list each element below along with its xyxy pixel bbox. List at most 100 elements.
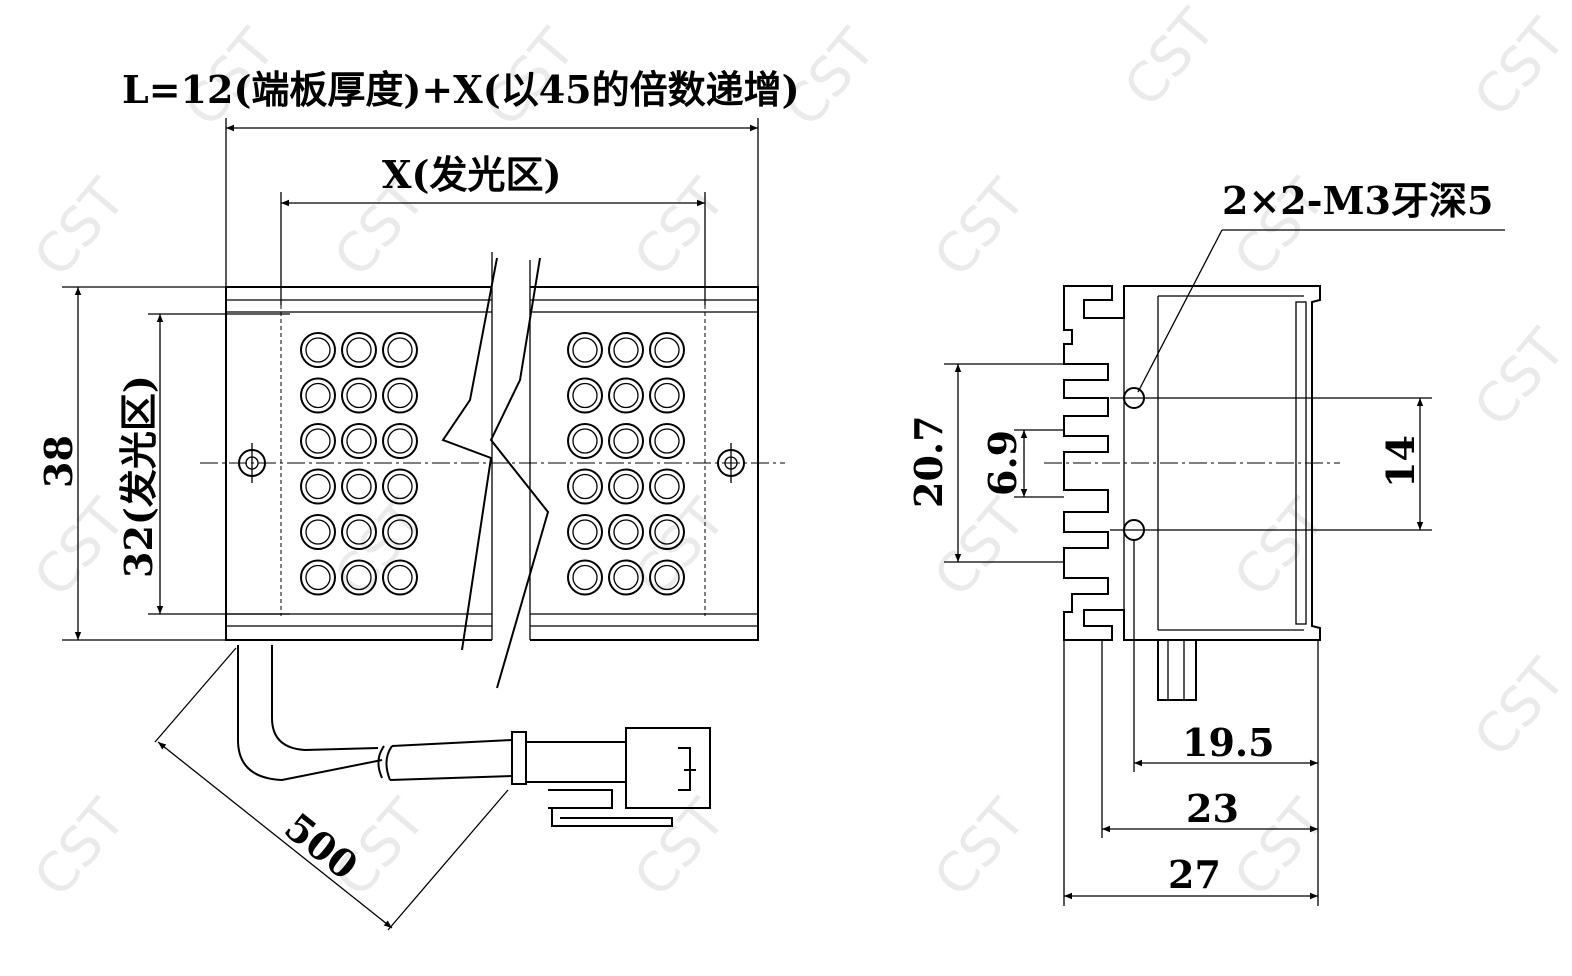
- cable-exit: [1157, 640, 1197, 701]
- led-lens: [654, 337, 680, 363]
- led-lens: [305, 519, 331, 545]
- led-lens: [346, 473, 372, 500]
- dimension-23-label: 23: [1186, 786, 1239, 831]
- led-lens: [346, 337, 372, 363]
- led-ring: [649, 468, 685, 505]
- extension-line: [387, 789, 509, 931]
- led-ring: [649, 559, 685, 596]
- led-ring: [300, 514, 336, 550]
- led-ring: [300, 468, 336, 505]
- led-lens: [613, 473, 639, 500]
- break-line: [489, 257, 550, 689]
- mounting-hole-left: [238, 443, 266, 483]
- led-lens: [572, 337, 598, 363]
- led-lens: [346, 382, 372, 409]
- cable-inner: [271, 645, 379, 752]
- watermark-text: CST: [1462, 647, 1572, 769]
- led-lens: [654, 473, 680, 500]
- led-lens: [305, 564, 331, 591]
- led-ring: [567, 514, 603, 550]
- led-ring: [608, 332, 644, 368]
- led-ring: [300, 332, 336, 368]
- dimension-19-5-label: 19.5: [1182, 720, 1275, 765]
- thread-label: 2×2-M3牙深5: [1222, 178, 1493, 223]
- led-ring: [300, 559, 336, 596]
- led-ring: [382, 377, 418, 414]
- front-view: L=12(端板厚度)+X(以45的倍数递增) X(发光区): [36, 67, 800, 931]
- led-lens: [613, 428, 639, 454]
- led-lens: [305, 428, 331, 454]
- led-lens: [387, 428, 413, 454]
- break-line: [441, 257, 498, 651]
- led-lens: [387, 564, 413, 591]
- thread-leader-line: [1137, 229, 1223, 393]
- height-label: 38: [36, 435, 81, 488]
- led-lens: [346, 564, 372, 591]
- led-ring: [341, 423, 377, 459]
- led-lens: [346, 519, 372, 545]
- led-ring: [608, 514, 644, 550]
- led-ring: [382, 423, 418, 459]
- cable-break: [385, 745, 393, 781]
- cable-wire: [391, 739, 513, 747]
- led-array-left: [300, 332, 418, 596]
- led-ring: [567, 377, 603, 414]
- cable-length-dimension-line: [157, 741, 393, 929]
- led-ring: [567, 559, 603, 596]
- led-lens: [305, 337, 331, 363]
- watermark-text: CST: [1462, 317, 1572, 439]
- watermark-text: CST: [922, 787, 1038, 909]
- cable-wire: [389, 775, 513, 781]
- led-lens: [387, 473, 413, 500]
- watermark-text: CST: [622, 167, 738, 289]
- led-ring: [382, 332, 418, 368]
- led-ring: [567, 423, 603, 459]
- led-lens: [572, 428, 598, 454]
- led-lens: [572, 564, 598, 591]
- led-array-right: [567, 332, 685, 596]
- watermark-text: CST: [922, 167, 1038, 289]
- dimension-14-label: 14: [1378, 435, 1423, 488]
- led-ring: [382, 514, 418, 550]
- led-ring: [649, 377, 685, 414]
- extrusion-profile: [1063, 285, 1321, 641]
- led-ring: [649, 514, 685, 550]
- watermark-text: CST: [1112, 0, 1228, 118]
- watermark-text: CST: [1222, 787, 1338, 909]
- led-lens: [387, 382, 413, 409]
- watermark-text: CST: [1222, 487, 1338, 609]
- cable-break: [377, 745, 385, 779]
- led-lens: [654, 382, 680, 409]
- led-ring: [567, 468, 603, 505]
- led-lens: [654, 428, 680, 454]
- led-lens: [305, 382, 331, 409]
- led-lens: [613, 337, 639, 363]
- led-ring: [567, 332, 603, 368]
- threaded-hole-top: [1110, 387, 1160, 409]
- led-ring: [341, 377, 377, 414]
- led-lens: [654, 519, 680, 545]
- side-view: 2×2-M3牙深5 20.7 6.9 14 19.5 23 27: [906, 178, 1505, 906]
- led-ring: [300, 423, 336, 459]
- led-lens: [305, 473, 331, 500]
- watermark-text: CST: [22, 787, 138, 909]
- housing-outline-left: [225, 286, 492, 641]
- dimension-20-7-label: 20.7: [906, 415, 951, 508]
- watermark-text: CST: [622, 487, 738, 609]
- length-label: L=12(端板厚度)+X(以45的倍数递增): [122, 67, 800, 112]
- led-ring: [608, 559, 644, 596]
- led-lens: [387, 337, 413, 363]
- cable-connector: [511, 727, 711, 827]
- watermark-text: CST: [1462, 7, 1572, 129]
- led-ring: [649, 423, 685, 459]
- led-ring: [341, 559, 377, 596]
- led-lens: [387, 519, 413, 545]
- led-ring: [608, 377, 644, 414]
- watermark-text: CST: [22, 167, 138, 289]
- dimension-27-label: 27: [1168, 852, 1221, 897]
- led-lens: [572, 382, 598, 409]
- led-lens: [572, 473, 598, 500]
- led-ring: [608, 423, 644, 459]
- led-ring: [341, 468, 377, 505]
